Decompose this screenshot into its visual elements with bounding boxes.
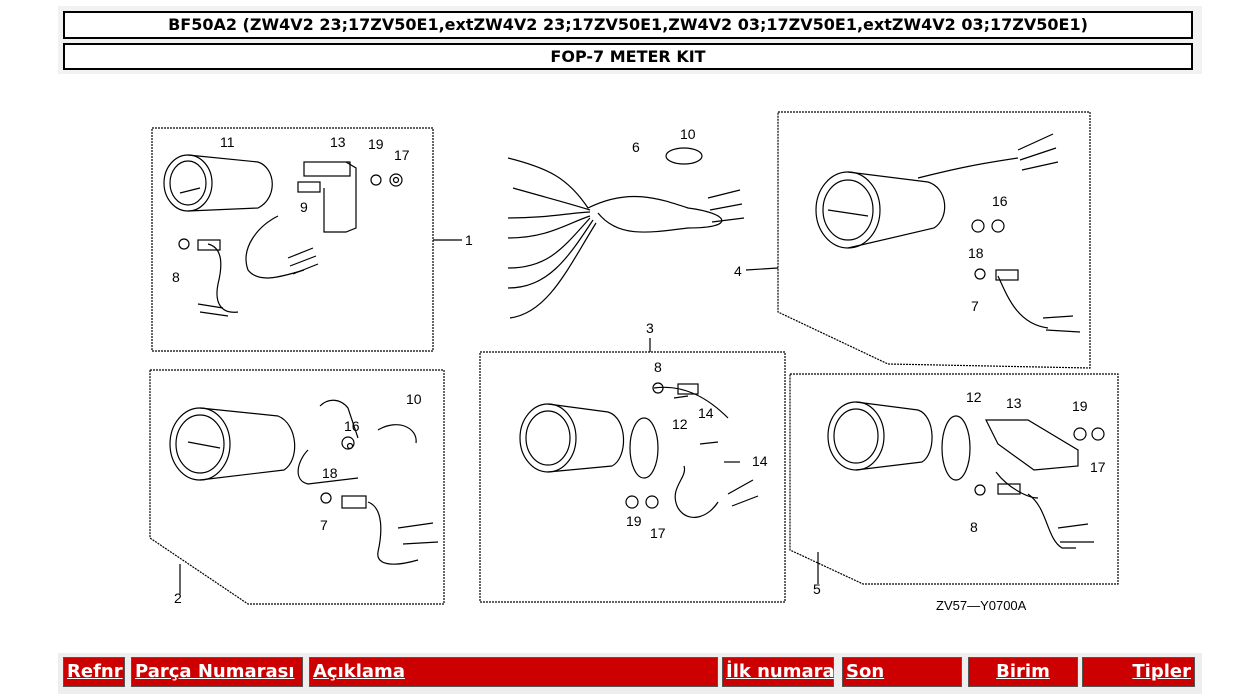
parts-table-header: Refnr Parça Numarası Açıklama İlk numara… bbox=[58, 653, 1202, 694]
ref-label-6: 6 bbox=[632, 139, 640, 155]
ref-label-11: 11 bbox=[220, 134, 235, 150]
col-header-part-number[interactable]: Parça Numarası bbox=[131, 657, 303, 687]
ref-label-9: 9 bbox=[300, 199, 308, 215]
group-title: FOP-7 METER KIT bbox=[63, 43, 1193, 70]
col-header-last[interactable]: Son bbox=[842, 657, 962, 687]
ref-label-13b: 13 bbox=[1006, 395, 1022, 411]
model-title: BF50A2 (ZW4V2 23;17ZV50E1,extZW4V2 23;17… bbox=[63, 11, 1193, 39]
ref-label-13: 13 bbox=[330, 134, 346, 150]
ref-label-19b: 19 bbox=[626, 513, 642, 529]
panel-5-frame bbox=[789, 373, 1119, 585]
ref-label-19: 19 bbox=[368, 136, 384, 152]
panel-3-frame bbox=[479, 351, 786, 603]
panel-2-frame bbox=[149, 369, 445, 605]
col-header-types[interactable]: Tipler bbox=[1082, 657, 1195, 687]
exploded-view-drawing: 1 2 3 4 5 6 7 7 8 8 8 9 10 10 11 12 12 1… bbox=[149, 111, 1119, 613]
header-panel: BF50A2 (ZW4V2 23;17ZV50E1,extZW4V2 23;17… bbox=[58, 6, 1202, 74]
ref-label-7: 7 bbox=[320, 517, 328, 533]
ref-label-14b: 14 bbox=[752, 453, 768, 469]
ref-label-5: 5 bbox=[813, 581, 821, 597]
ref-label-2: 2 bbox=[174, 590, 182, 606]
ref-label-12b: 12 bbox=[966, 389, 982, 405]
ref-label-10b: 10 bbox=[406, 391, 422, 407]
ref-label-17c: 17 bbox=[1090, 459, 1106, 475]
col-header-refnr[interactable]: Refnr bbox=[63, 657, 125, 687]
parts-diagram: 1 2 3 4 5 6 7 7 8 8 8 9 10 10 11 12 12 1… bbox=[128, 98, 1136, 624]
panel-4-frame bbox=[777, 111, 1091, 369]
ref-label-1: 1 bbox=[465, 232, 473, 248]
ref-label-8: 8 bbox=[172, 269, 180, 285]
ref-label-19c: 19 bbox=[1072, 398, 1088, 414]
ref-label-17: 17 bbox=[394, 147, 410, 163]
ref-label-3: 3 bbox=[646, 320, 654, 336]
ref-label-18b: 18 bbox=[968, 245, 984, 261]
ref-label-4: 4 bbox=[734, 263, 742, 279]
ref-label-18: 18 bbox=[322, 465, 338, 481]
panel-1-frame bbox=[151, 127, 434, 352]
gauge-11 bbox=[163, 154, 213, 212]
col-header-description[interactable]: Açıklama bbox=[309, 657, 718, 687]
col-header-unit[interactable]: Birim bbox=[968, 657, 1078, 687]
ref-label-17b: 17 bbox=[650, 525, 666, 541]
ref-label-14: 14 bbox=[698, 405, 714, 421]
ref-label-10: 10 bbox=[680, 126, 696, 142]
ref-label-12: 12 bbox=[672, 416, 688, 432]
col-header-first-number[interactable]: İlk numara bbox=[722, 657, 835, 687]
diagram-code: ZV57—Y0700A bbox=[936, 598, 1027, 613]
ref-label-16: 16 bbox=[344, 418, 360, 434]
ref-label-8b: 8 bbox=[654, 359, 662, 375]
ref-label-7b: 7 bbox=[971, 298, 979, 314]
ref-label-16b: 16 bbox=[992, 193, 1008, 209]
ref-label-8c: 8 bbox=[970, 519, 978, 535]
